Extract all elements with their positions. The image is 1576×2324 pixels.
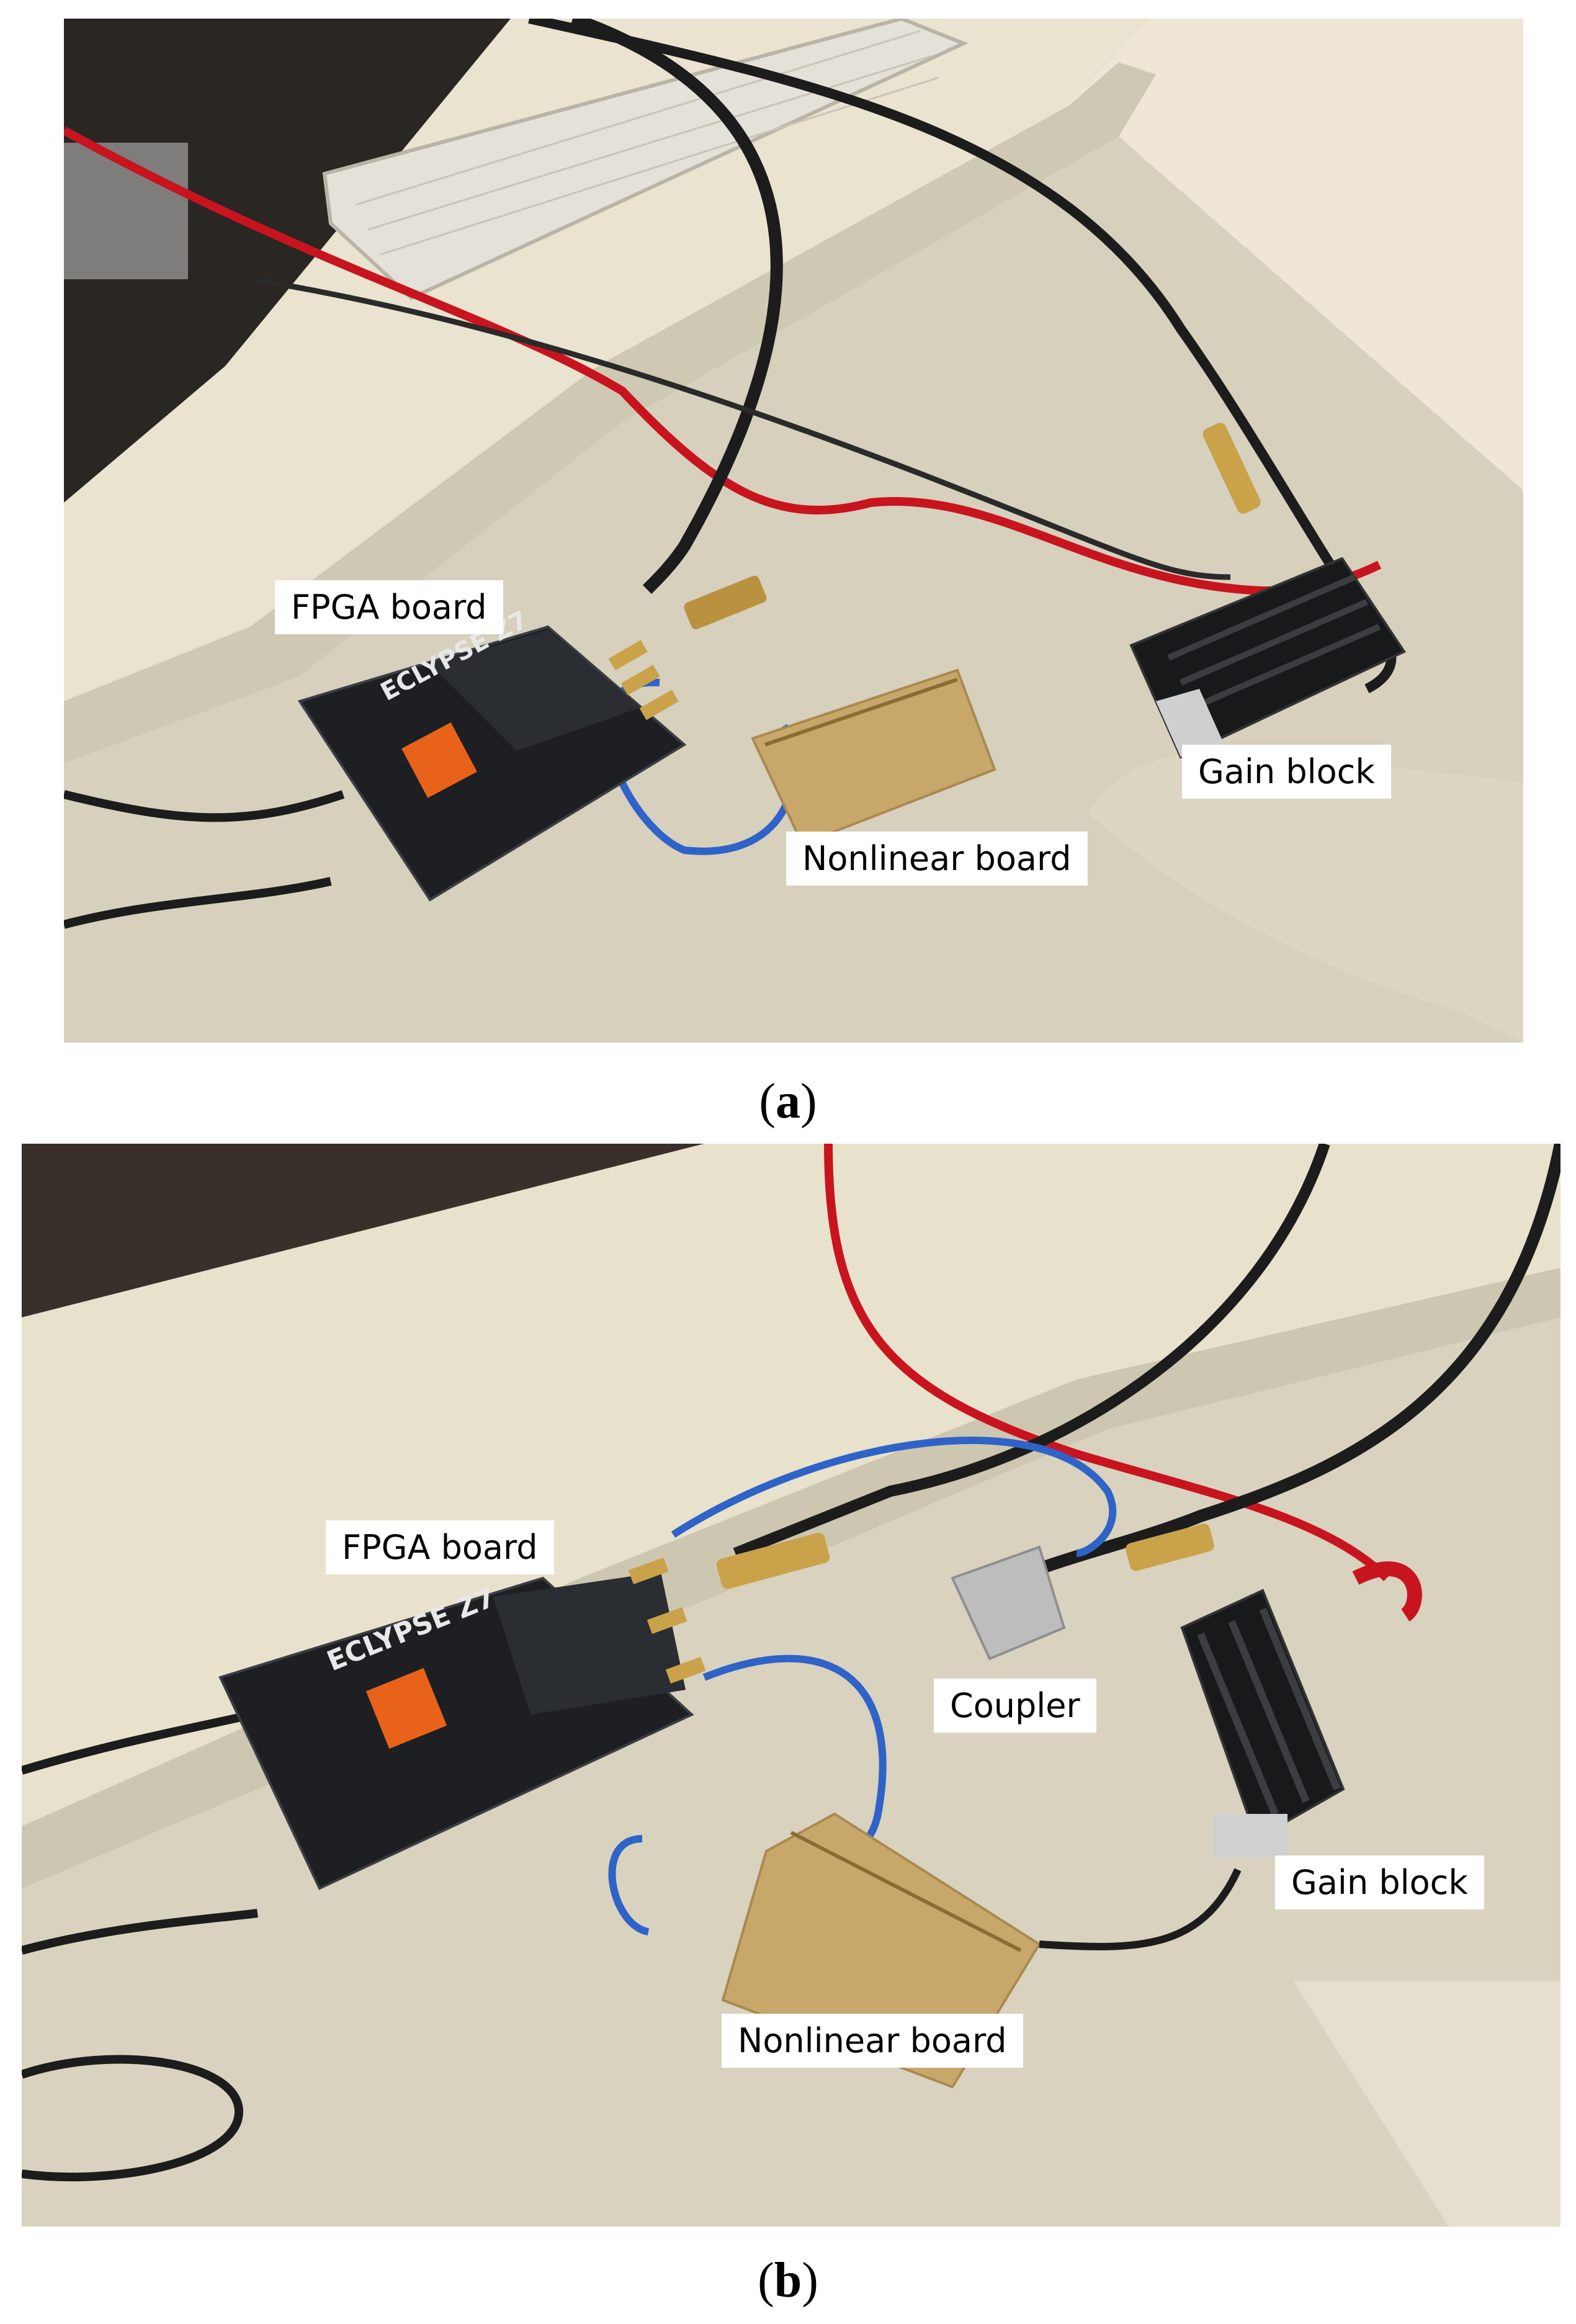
label-gain-block-b: Gain block [1275,1855,1484,1910]
label-fpga-board-a: FPGA board [275,580,503,635]
caption-b: (b) [758,2253,818,2308]
photo-panel-a: ECLYPSE Z7 [64,19,1523,1043]
label-fpga-board-b: FPGA board [326,1520,554,1575]
caption-b-letter: b [774,2253,802,2308]
caption-a-letter: a [776,1074,800,1129]
label-coupler-b: Coupler [934,1679,1096,1733]
label-gain-block-a: Gain block [1182,745,1391,799]
label-nonlinear-board-b: Nonlinear board [722,2014,1023,2068]
caption-a: (a) [759,1074,817,1129]
label-nonlinear-board-a: Nonlinear board [786,832,1088,886]
